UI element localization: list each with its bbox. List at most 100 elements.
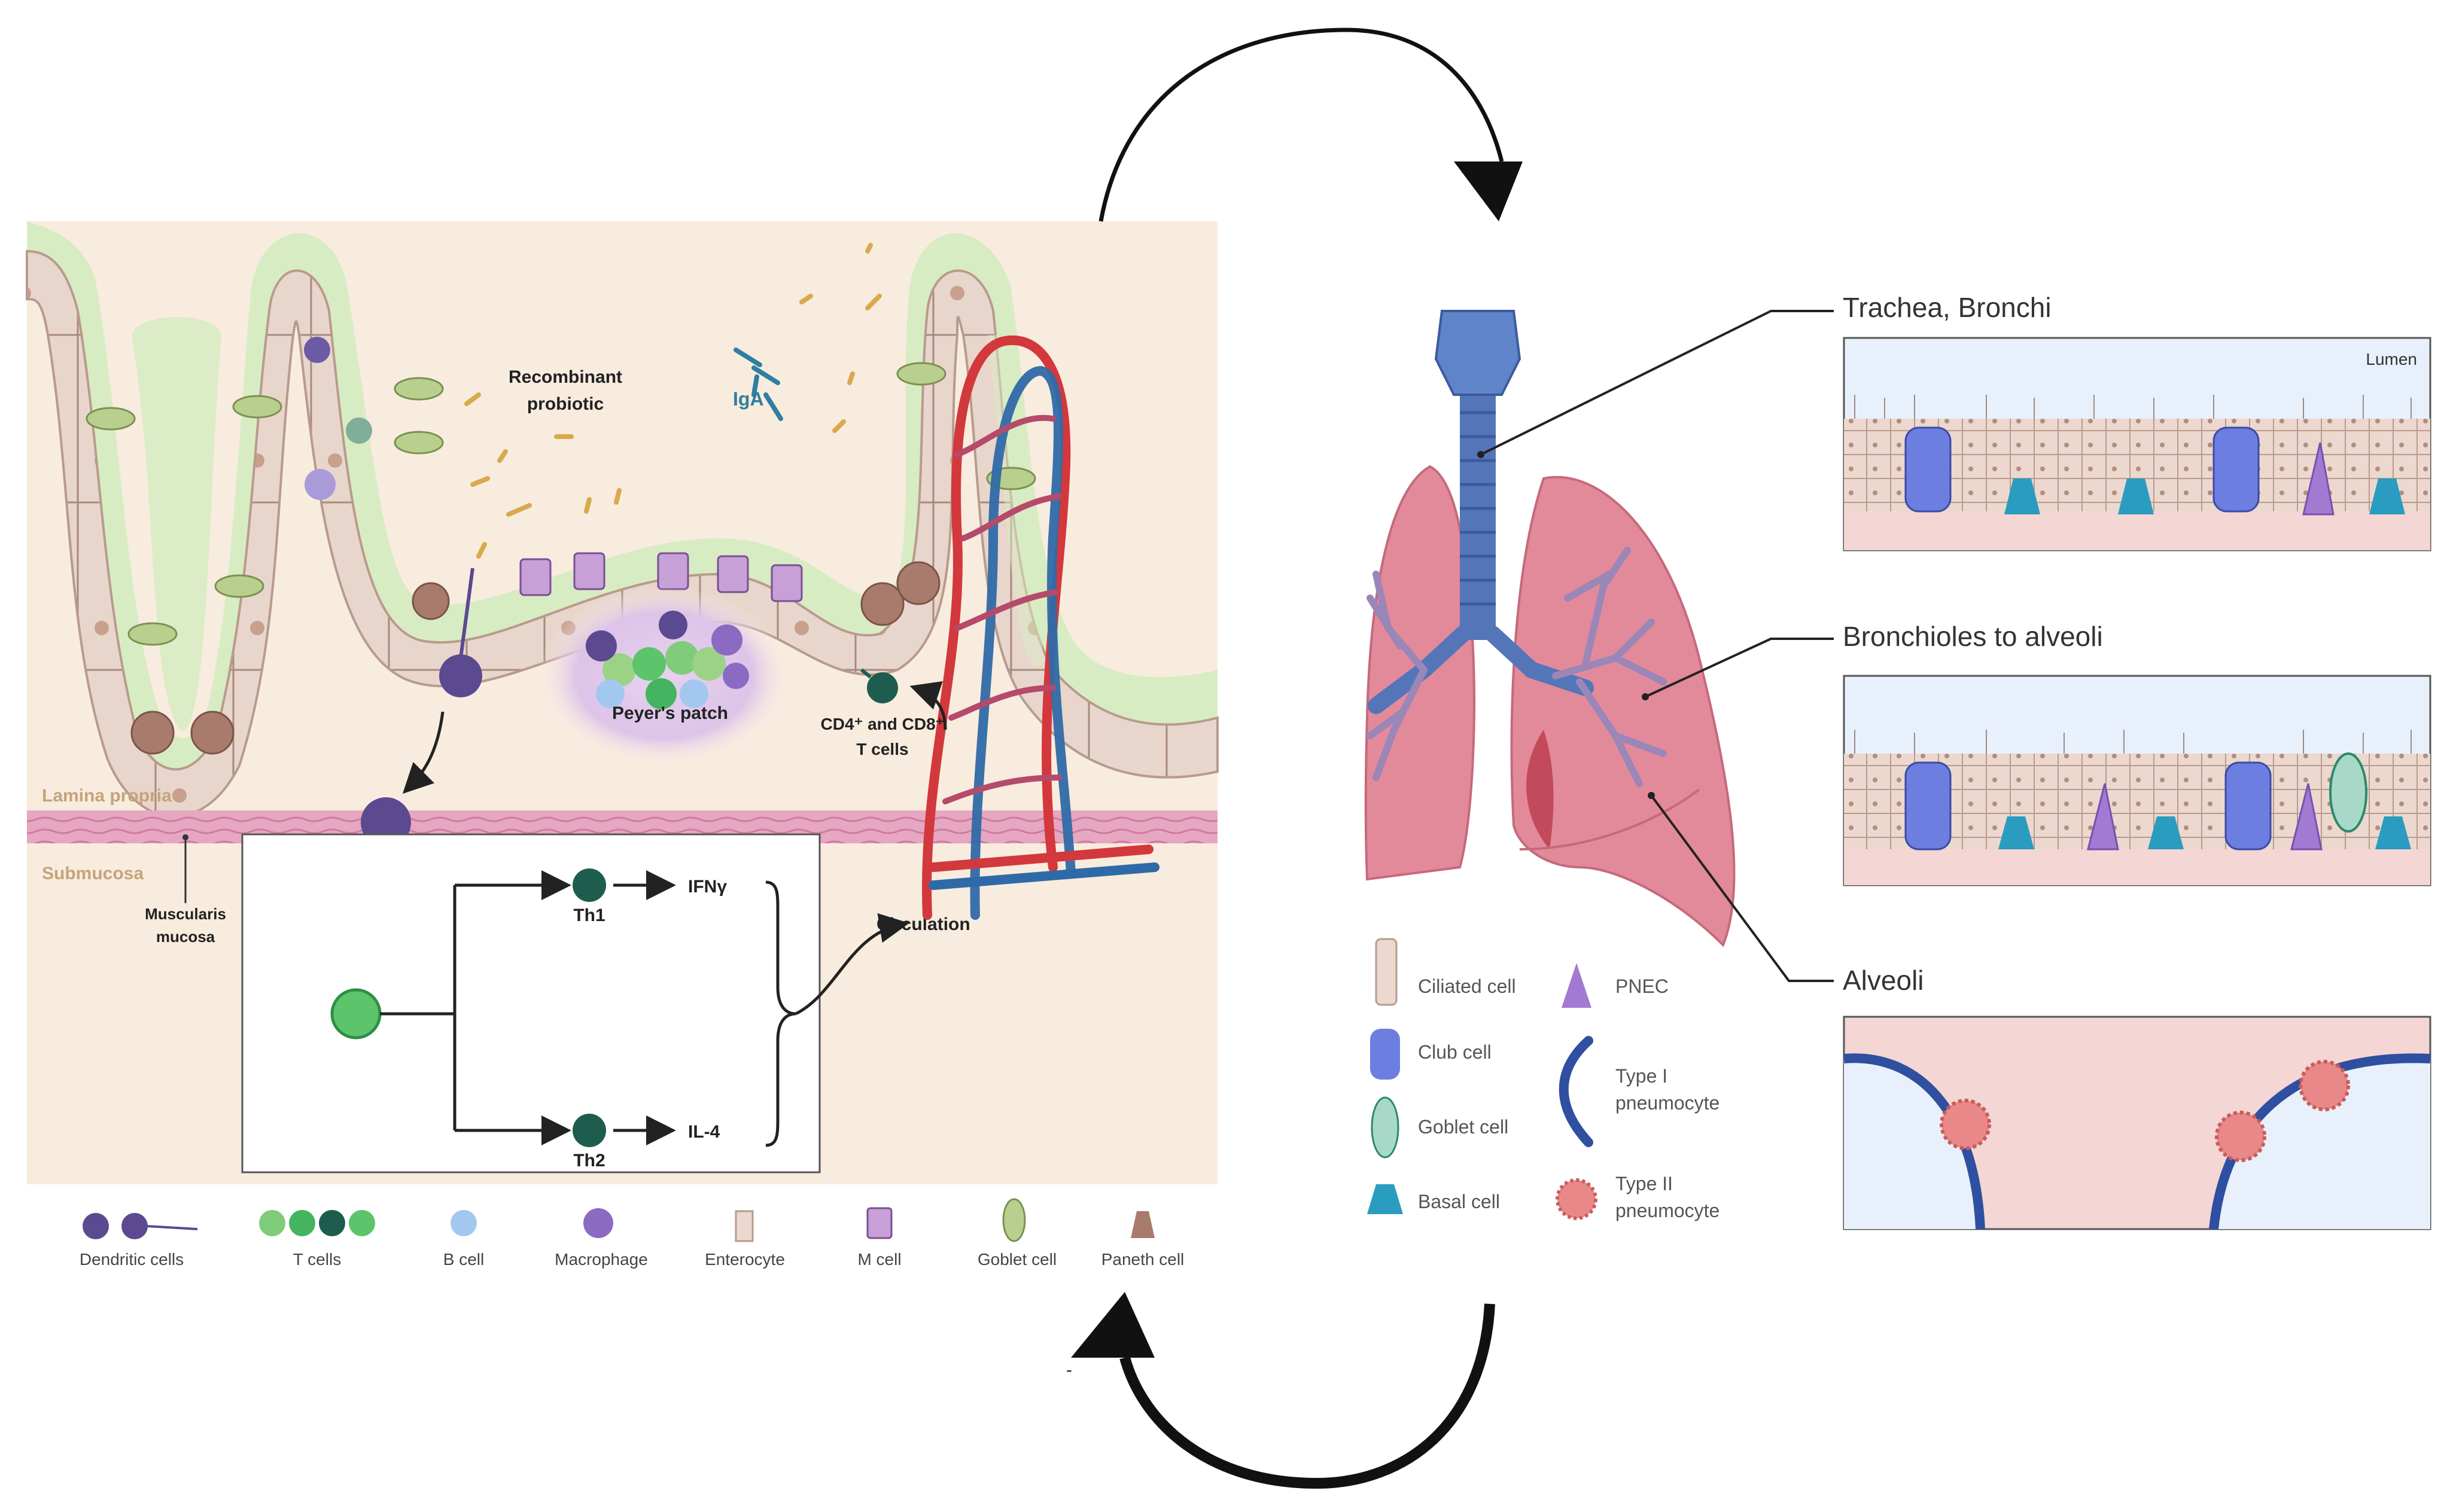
peyers-patch-cells xyxy=(586,611,749,709)
dendritic-cell-icon xyxy=(83,1213,109,1239)
basal-cell xyxy=(2004,478,2040,514)
il4-label: IL-4 xyxy=(688,1122,720,1142)
peyers-patch xyxy=(538,586,790,766)
svg-text:Type I: Type I xyxy=(1615,1065,1667,1087)
legend-goblet-cell: Goblet cell xyxy=(978,1198,1057,1269)
svg-text:Paneth cell: Paneth cell xyxy=(1101,1250,1185,1269)
villus-core xyxy=(987,335,1044,667)
peyers-patch-label: Peyer's patch xyxy=(612,703,728,723)
club-cell xyxy=(1904,761,1952,850)
bottom-arrowhead xyxy=(1071,1292,1155,1358)
svg-text:Goblet cell: Goblet cell xyxy=(978,1250,1057,1269)
lumen-cells xyxy=(304,337,372,500)
svg-text:M cell: M cell xyxy=(857,1250,901,1269)
pnec-cell xyxy=(2302,442,2335,516)
bronchioles-title: Bronchioles to alveoli xyxy=(1843,621,2103,652)
legend-ciliated-cell: Ciliated cell xyxy=(1375,938,1516,1006)
alveolus-right xyxy=(2214,1058,2430,1229)
gut-panel: Peyer's patch Recombinant probiotic xyxy=(26,221,1219,1184)
type-1-pneumocyte-icon xyxy=(1559,1036,1593,1147)
trachea xyxy=(1460,389,1496,640)
type-2-pneumocyte xyxy=(2299,1060,2350,1111)
ciliated-cell-icon xyxy=(1375,938,1398,1006)
legend-t-cells: T cells xyxy=(259,1210,375,1269)
goblet-cell-icon xyxy=(1371,1096,1399,1159)
branch-lines xyxy=(380,883,562,1132)
dendritic-cell xyxy=(304,337,330,363)
t-cell-naive xyxy=(330,988,382,1040)
probiotic-rods xyxy=(464,243,882,559)
type-2-pneumocyte-icon xyxy=(1556,1178,1597,1220)
legend-goblet-cell: Goblet cell xyxy=(1371,1096,1508,1159)
th1-cell xyxy=(573,868,606,902)
legend-type-2-pneumocyte: Type II pneumocyte xyxy=(1556,1173,1719,1221)
basal-cell xyxy=(2369,478,2405,514)
basal-cell xyxy=(2375,816,2411,849)
bronchioles-callout xyxy=(1645,638,1834,698)
circulation-label: Circulation xyxy=(876,914,970,934)
trachea-epithelium-panel: Lumen xyxy=(1843,337,2431,551)
right-lung xyxy=(1510,475,1736,947)
legend-paneth-cell: Paneth cell xyxy=(1101,1211,1185,1269)
alveoli-callout xyxy=(1650,794,1834,982)
svg-text:Enterocyte: Enterocyte xyxy=(705,1250,785,1269)
basal-cell xyxy=(1998,816,2034,849)
type-1-pneumocyte-wall xyxy=(1843,1053,1985,1230)
dash-mark: - xyxy=(1066,1360,1072,1380)
svg-text:Club cell: Club cell xyxy=(1418,1041,1492,1063)
basal-cell xyxy=(2148,816,2184,849)
t-cells-icon xyxy=(259,1210,285,1236)
goblet-cells xyxy=(86,362,1036,646)
left-bronchial-tree xyxy=(1367,571,1428,781)
lung-lobe-line xyxy=(1519,788,1700,850)
club-cell xyxy=(2212,426,2260,513)
svg-text:Ciliated cell: Ciliated cell xyxy=(1418,976,1516,997)
right-lung-notch xyxy=(1526,730,1554,849)
macrophage xyxy=(305,469,336,500)
svg-text:pneumocyte: pneumocyte xyxy=(1615,1200,1719,1221)
bronchioles-epithelium-panel xyxy=(1843,675,2431,886)
legend-pnec: PNEC xyxy=(1562,963,1669,1008)
svg-text:Dendritic cells: Dendritic cells xyxy=(80,1250,184,1269)
recombinant-probiotic-label-2: probiotic xyxy=(527,394,604,414)
cd4-cd8-label-1: CD4⁺ and CD8⁺ xyxy=(821,715,945,733)
legend-club-cell: Club cell xyxy=(1370,1029,1492,1080)
bottom-cycle-arrow xyxy=(1119,1303,1495,1489)
lumen-label: Lumen xyxy=(2366,350,2417,368)
goblet-cell xyxy=(2329,752,2367,833)
svg-text:Macrophage: Macrophage xyxy=(555,1250,648,1269)
ifng-label: IFNγ xyxy=(688,877,727,897)
muscularis-label-1: Muscularis xyxy=(145,905,226,923)
trachea-rings xyxy=(1460,411,1496,606)
recombinant-probiotic-label-1: Recombinant xyxy=(509,367,622,387)
legend-m-cell: M cell xyxy=(857,1207,902,1269)
muscularis-label-2: mucosa xyxy=(156,928,215,946)
paneth-cell-icon xyxy=(1131,1211,1155,1238)
svg-text:Basal cell: Basal cell xyxy=(1418,1191,1500,1212)
goblet-cell-icon xyxy=(1002,1198,1026,1242)
top-arrowhead xyxy=(1454,161,1523,221)
m-cell-icon xyxy=(866,1207,893,1239)
svg-text:Goblet cell: Goblet cell xyxy=(1418,1116,1508,1138)
alveoli-title: Alveoli xyxy=(1843,965,1924,996)
cd4-cd8-label-2: T cells xyxy=(856,740,908,758)
basal-cell-icon xyxy=(1367,1184,1403,1214)
top-cycle-arrow xyxy=(1098,28,1504,222)
macrophage-icon xyxy=(583,1208,613,1238)
trachea-title: Trachea, Bronchi xyxy=(1843,292,2052,323)
alveolus-left xyxy=(1844,1058,1980,1229)
migration-arrow-1 xyxy=(402,711,445,794)
svg-text:B cell: B cell xyxy=(443,1250,484,1269)
mucus-layer xyxy=(27,221,1218,770)
svg-text:T cells: T cells xyxy=(293,1250,341,1269)
pnec-cell xyxy=(2087,783,2119,850)
svg-text:PNEC: PNEC xyxy=(1615,976,1669,997)
legend-b-cell: B cell xyxy=(443,1210,484,1269)
legend-basal-cell: Basal cell xyxy=(1367,1184,1500,1214)
enterocyte-icon xyxy=(735,1210,754,1242)
legend-enterocyte: Enterocyte xyxy=(705,1210,785,1269)
type-2-pneumocyte xyxy=(2215,1111,2266,1162)
club-cell xyxy=(2224,761,2272,850)
lung-legend: Ciliated cell Club cell Goblet cell Basa… xyxy=(1367,938,1719,1221)
